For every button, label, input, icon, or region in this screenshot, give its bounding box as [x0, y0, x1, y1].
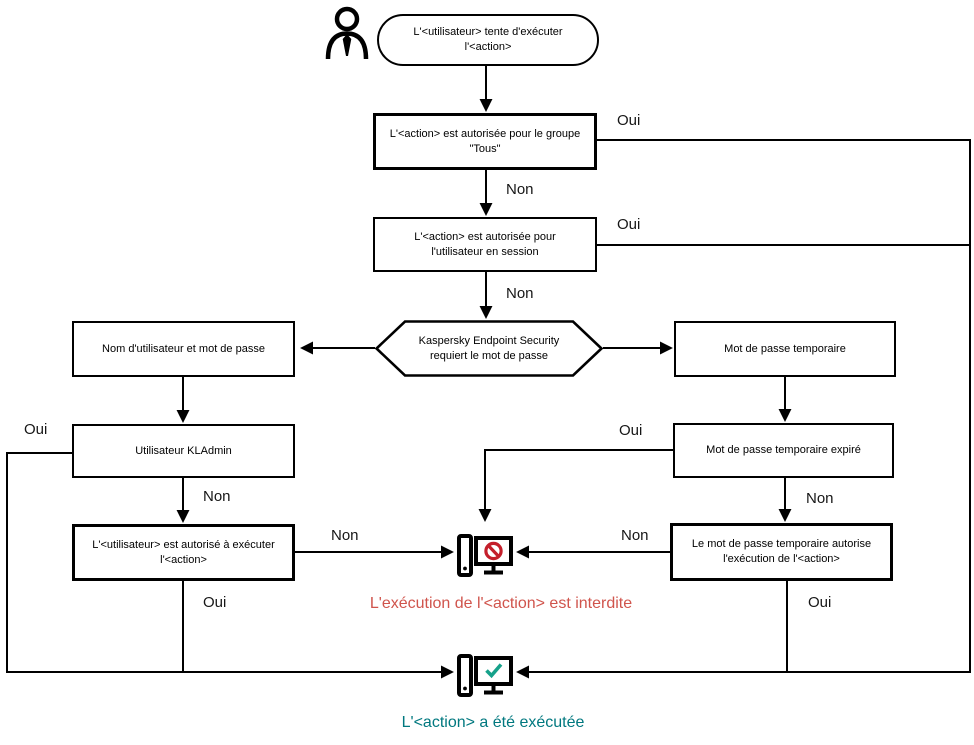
user-icon [325, 6, 369, 60]
edge-label-temp-allows-non: Non [621, 527, 649, 544]
edge-label-expired-oui: Oui [619, 422, 643, 439]
node-username-password: Nom d'utilisateur et mot de passe [72, 321, 295, 377]
node-temp-password: Mot de passe temporaire [674, 321, 896, 377]
node-session-allowed: L'<action> est autorisée pour l'utilisat… [373, 217, 597, 272]
node-temp-password-expired-label: Mot de passe temporaire expiré [706, 444, 861, 457]
edge-label-user-authorized-non: Non [331, 527, 359, 544]
edge-label-temp-allows-oui: Oui [808, 594, 832, 611]
executed-outcome-text: L'<action> a été exécutée [401, 714, 585, 731]
node-user-authorized: L'<utilisateur> est autorisé à exécuter … [72, 524, 295, 581]
edge-label-group-oui: Oui [617, 112, 641, 129]
node-start: L'<utilisateur> tente d'exécuter l'<acti… [377, 14, 599, 66]
node-temp-password-allows-label: Le mot de passe temporaire autorise l'ex… [691, 538, 872, 565]
edge-label-kladmin-oui: Oui [24, 421, 48, 438]
prohibition-sign [484, 541, 503, 561]
denied-outcome-text: L'exécution de l'<action> est interdite [369, 595, 633, 612]
node-kladmin-user-label: Utilisateur KLAdmin [135, 444, 232, 457]
node-user-authorized-label: L'<utilisateur> est autorisé à exécuter … [92, 538, 275, 566]
node-password-required: Kaspersky Endpoint Security requiert le … [375, 320, 603, 377]
edge-label-kladmin-non: Non [203, 488, 231, 505]
edge-label-group-non: Non [506, 181, 534, 198]
node-start-label: L'<utilisateur> tente d'exécuter l'<acti… [413, 26, 563, 53]
computer-denied-icon [457, 534, 513, 577]
computer-success-icon [457, 654, 513, 697]
edge-label-expired-non: Non [806, 490, 834, 507]
node-session-allowed-label: L'<action> est autorisée pour l'utilisat… [414, 230, 556, 258]
node-username-password-label: Nom d'utilisateur et mot de passe [102, 342, 265, 355]
check-mark [485, 663, 503, 679]
node-temp-password-expired: Mot de passe temporaire expiré [673, 423, 894, 478]
node-temp-password-allows: Le mot de passe temporaire autorise l'ex… [670, 523, 893, 581]
edge-label-session-non: Non [506, 285, 534, 302]
node-password-required-label: Kaspersky Endpoint Security requiert le … [418, 334, 560, 362]
node-group-allowed: L'<action> est autorisée pour le groupe … [373, 113, 597, 170]
node-group-allowed-label: L'<action> est autorisée pour le groupe … [389, 127, 581, 155]
hexagon-shape [375, 320, 603, 377]
edge-label-session-oui: Oui [617, 216, 641, 233]
node-temp-password-label: Mot de passe temporaire [724, 342, 846, 355]
node-kladmin-user: Utilisateur KLAdmin [72, 424, 295, 478]
edge-label-user-authorized-oui: Oui [203, 594, 227, 611]
